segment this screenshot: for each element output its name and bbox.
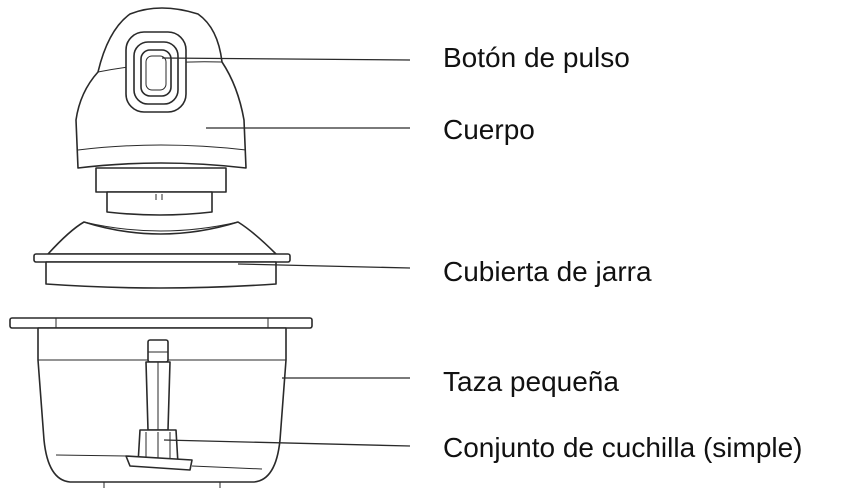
label-body: Cuerpo (443, 114, 535, 145)
label-jar-cover: Cubierta de jarra (443, 256, 652, 287)
pulse-button (125, 31, 187, 113)
label-small-cup: Taza pequeña (443, 366, 619, 397)
leader-pulse-button (161, 57, 411, 61)
label-blade-assembly: Conjunto de cuchilla (simple) (443, 432, 803, 463)
blade-assembly (55, 339, 263, 471)
leader-blade-assembly (163, 439, 411, 447)
leader-jar-cover (237, 263, 411, 269)
jar-cover (33, 221, 291, 289)
label-pulse-button: Botón de pulso (443, 42, 630, 73)
